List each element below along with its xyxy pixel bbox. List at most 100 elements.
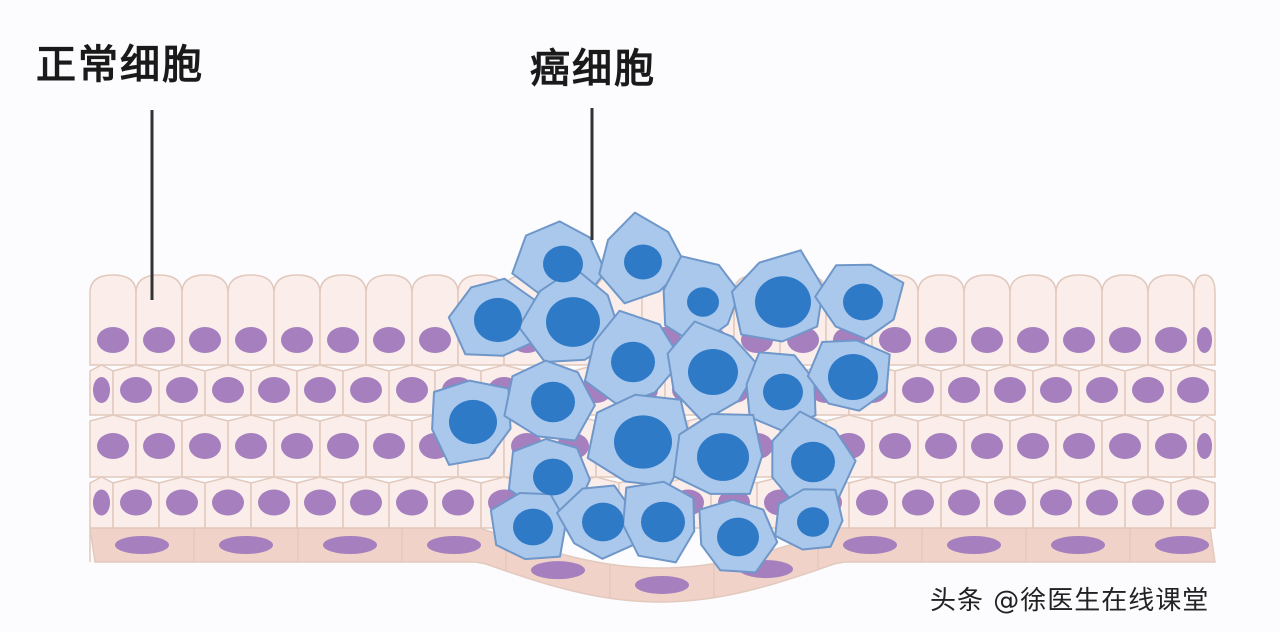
normal-cell-nucleus	[419, 327, 451, 353]
normal-cell-nucleus	[350, 377, 382, 403]
watermark: 头条 @徐医生在线课堂	[930, 586, 1210, 616]
normal-cell-nucleus	[373, 433, 405, 459]
normal-cell-nucleus	[97, 433, 129, 459]
cancer-cell-nucleus	[697, 433, 749, 481]
cancer-cell-nucleus	[474, 297, 522, 343]
normal-cell-nucleus	[1109, 327, 1141, 353]
basal-cell-nucleus	[115, 536, 169, 554]
normal-cell-nucleus	[1177, 489, 1209, 516]
cancer-cell-nucleus	[687, 287, 719, 317]
normal-cell-nucleus	[281, 327, 313, 353]
normal-cell-nucleus	[235, 327, 267, 353]
cancer-cell-nucleus	[791, 441, 835, 483]
cancer-cell-nucleus	[717, 517, 759, 557]
normal-cell-nucleus	[143, 433, 175, 459]
normal-cell-nucleus	[1197, 433, 1212, 459]
cancer-cell-nucleus	[533, 458, 573, 496]
normal-cell-nucleus	[1017, 327, 1049, 353]
normal-cell-nucleus	[1040, 377, 1072, 403]
cancer-cell-nucleus	[828, 354, 878, 400]
normal-cell-nucleus	[304, 489, 336, 516]
cancer-cell-nucleus	[688, 349, 738, 395]
cancer-cells-label: 癌细胞	[530, 46, 656, 92]
normal-cell-nucleus	[1177, 377, 1209, 403]
cancer-cell-nucleus	[641, 501, 685, 543]
normal-cell-nucleus	[925, 433, 957, 459]
normal-cell-nucleus	[93, 489, 110, 516]
cancer-cell-nucleus	[543, 245, 583, 283]
normal-cell-nucleus	[902, 377, 934, 403]
cancer-cell-nucleus	[755, 276, 811, 328]
basal-cell-nucleus	[427, 536, 481, 554]
cancer-cell-nucleus	[611, 341, 655, 383]
cancer-cell-nucleus	[531, 381, 575, 423]
normal-cell-nucleus	[304, 377, 336, 403]
cancer-cell-nucleus	[546, 297, 600, 347]
normal-cell-nucleus	[235, 433, 267, 459]
basal-cell-nucleus	[843, 536, 897, 554]
cancer-cell-nucleus	[449, 399, 497, 445]
normal-cell-nucleus	[1086, 377, 1118, 403]
normal-cell-nucleus	[396, 489, 428, 516]
normal-cell-nucleus	[189, 433, 221, 459]
basal-cell-nucleus	[1155, 536, 1209, 554]
cancer-cell-nucleus	[763, 373, 803, 411]
normal-cell-nucleus	[93, 377, 110, 403]
normal-cell-nucleus	[350, 489, 382, 516]
normal-cell-nucleus	[902, 489, 934, 516]
normal-cell-nucleus	[971, 327, 1003, 353]
cancer-cell-nucleus	[843, 283, 883, 321]
basal-cell-nucleus	[1051, 536, 1105, 554]
normal-cell-nucleus	[327, 327, 359, 353]
basal-cell-nucleus	[531, 561, 585, 580]
normal-cell-nucleus	[189, 327, 221, 353]
normal-cell-nucleus	[396, 377, 428, 403]
normal-cell-nucleus	[1063, 327, 1095, 353]
basal-cell-nucleus	[219, 536, 273, 554]
normal-cell-nucleus	[1155, 433, 1187, 459]
normal-cell-nucleus	[258, 377, 290, 403]
normal-cell-nucleus	[1086, 489, 1118, 516]
normal-cell-nucleus	[1040, 489, 1072, 516]
normal-cell-nucleus	[1155, 327, 1187, 353]
normal-cell-nucleus	[97, 327, 129, 353]
normal-cell-nucleus	[442, 489, 474, 516]
normal-cell-nucleus	[994, 377, 1026, 403]
normal-cell-nucleus	[879, 433, 911, 459]
normal-cell-nucleus	[1197, 327, 1212, 353]
normal-cell-nucleus	[120, 489, 152, 516]
normal-cell-nucleus	[327, 433, 359, 459]
basal-cell-nucleus	[947, 536, 1001, 554]
normal-cell-nucleus	[1109, 433, 1141, 459]
normal-cell-nucleus	[1132, 377, 1164, 403]
normal-cell-nucleus	[281, 433, 313, 459]
normal-cell-nucleus	[212, 377, 244, 403]
normal-cell-nucleus	[925, 327, 957, 353]
normal-cell-nucleus	[856, 489, 888, 516]
normal-cell-nucleus	[948, 489, 980, 516]
basal-cell-nucleus	[635, 575, 689, 594]
normal-cell-nucleus	[166, 377, 198, 403]
normal-cell-nucleus	[879, 327, 911, 353]
cancer-cell-nucleus	[797, 507, 829, 537]
normal-cell-nucleus	[373, 327, 405, 353]
normal-cell-nucleus	[212, 489, 244, 516]
normal-cell-nucleus	[1132, 489, 1164, 516]
cancer-cell-nucleus	[582, 502, 624, 542]
cancer-cell-nucleus	[513, 508, 553, 546]
basal-cell-nucleus	[323, 536, 377, 554]
normal-cell-nucleus	[971, 433, 1003, 459]
normal-cell-nucleus	[166, 489, 198, 516]
normal-cell-nucleus	[994, 489, 1026, 516]
normal-cells-label: 正常细胞	[36, 42, 204, 88]
normal-cell-nucleus	[948, 377, 980, 403]
normal-cell-nucleus	[1063, 433, 1095, 459]
cancer-cell-nucleus	[624, 244, 662, 280]
normal-cell-nucleus	[120, 377, 152, 403]
normal-cell-nucleus	[258, 489, 290, 516]
cancer-cell-nucleus	[614, 415, 672, 469]
normal-cell-nucleus	[143, 327, 175, 353]
normal-cell-nucleus	[1017, 433, 1049, 459]
